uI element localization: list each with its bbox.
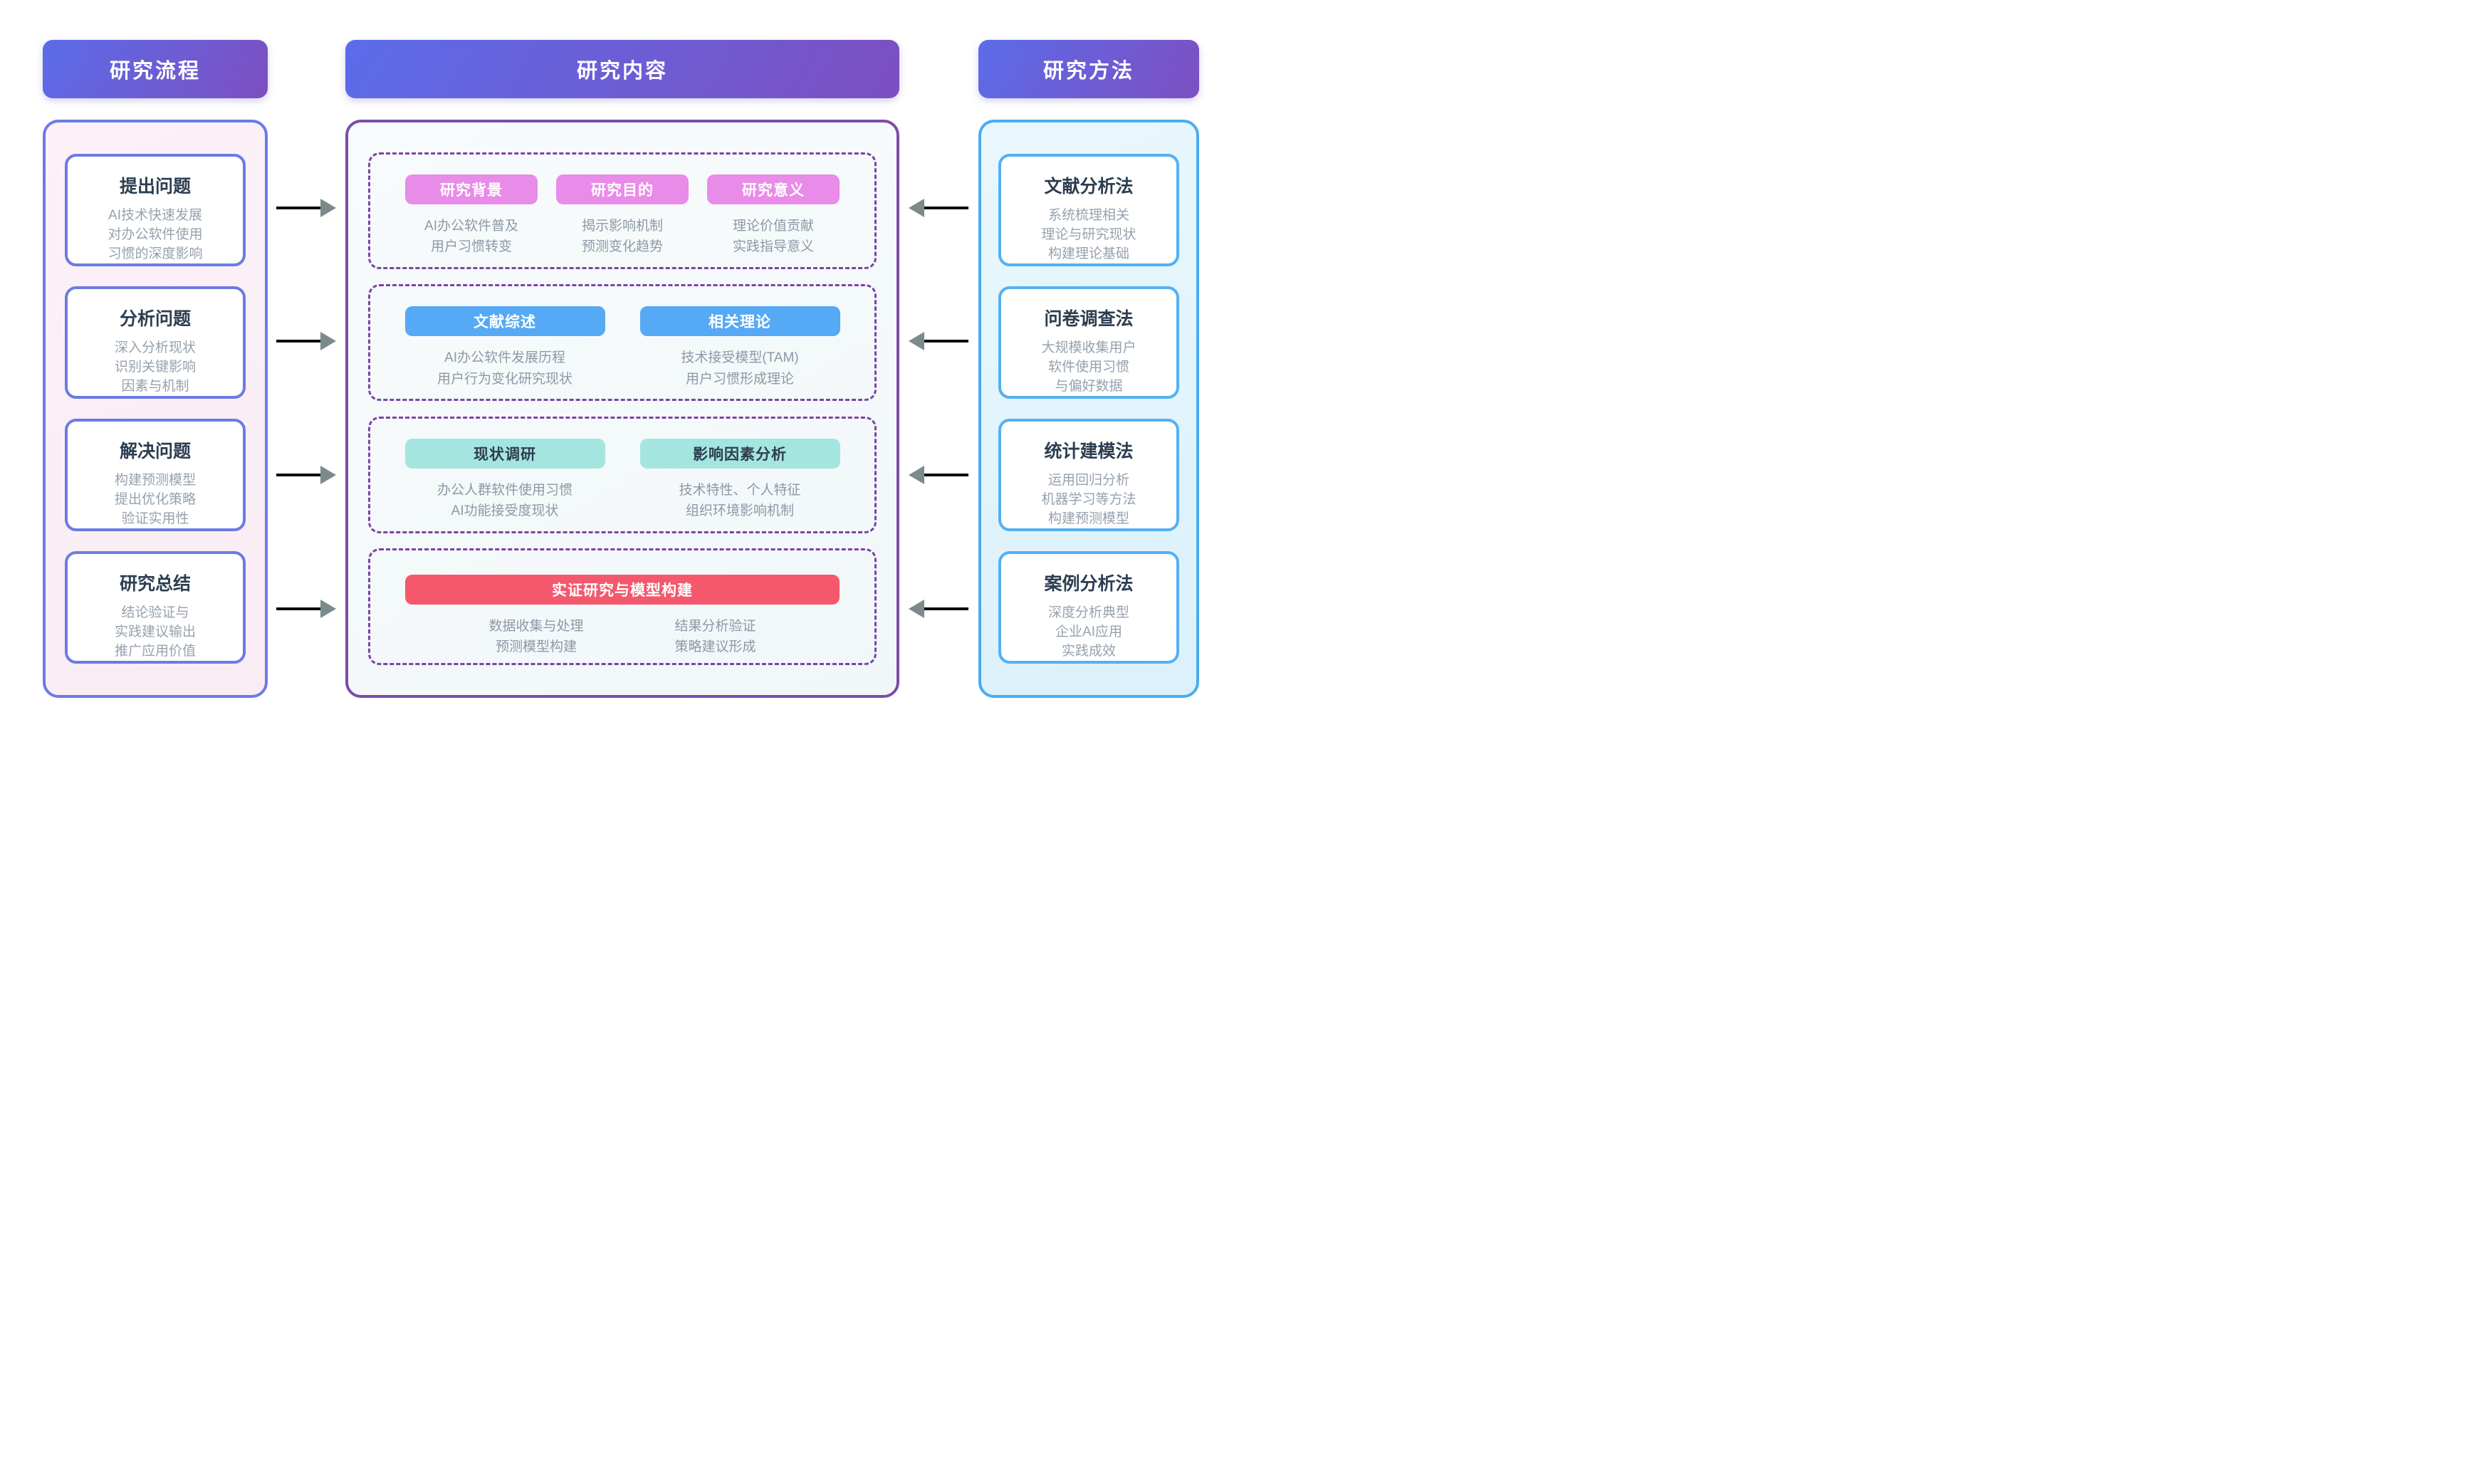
content-column-header: 研究内容 [345, 40, 899, 98]
content-section-survey: 现状调研 办公人群软件使用习惯 AI功能接受度现状 影响因素分析 技术特性、个人… [368, 416, 877, 533]
method-title: 案例分析法 [1044, 574, 1134, 594]
method-card: 问卷调查法 大规模收集用户 软件使用习惯 与偏好数据 [998, 286, 1179, 399]
content-column-title: 研究内容 [576, 60, 668, 83]
empirical-note-right: 结果分析验证 策略建议形成 [675, 616, 756, 658]
arrow-right-icon [276, 600, 336, 618]
step-title: 研究总结 [119, 574, 191, 594]
note-line: 理论价值贡献 [732, 219, 814, 234]
method-line: 系统梳理相关 [1047, 208, 1129, 223]
step-line: 对办公软件使用 [108, 226, 203, 242]
pill-research-purpose: 研究目的 [556, 174, 689, 204]
method-title: 统计建模法 [1044, 441, 1134, 461]
note-line: 预测模型构建 [495, 639, 577, 654]
content-column: 研究背景 AI办公软件普及 用户习惯转变 研究目的 揭示影响机制 预测变化趋势 … [345, 120, 899, 698]
method-line: 构建理论基础 [1047, 246, 1129, 261]
note-line: 预测变化趋势 [581, 239, 663, 255]
pill-status-survey: 现状调研 [404, 438, 605, 469]
content-section-literature: 文献综述 AI办公软件发展历程 用户行为变化研究现状 相关理论 技术接受模型(T… [368, 284, 877, 402]
content-section-empirical: 实证研究与模型构建 数据收集与处理 预测模型构建 结果分析验证 策略建议形成 [368, 548, 877, 665]
step-line: 提出优化策略 [114, 491, 196, 507]
note-line: 用户习惯转变 [430, 239, 512, 255]
note-line: 结果分析验证 [674, 618, 756, 634]
note-line: 用户行为变化研究现状 [437, 371, 573, 387]
note-line: AI办公软件普及 [424, 219, 518, 234]
method-line: 与偏好数据 [1055, 378, 1123, 394]
content-item: 研究意义 理论价值贡献 实践指导意义 [707, 174, 840, 258]
arrow-right-icon [276, 466, 336, 484]
pill-empirical-research: 实证研究与模型构建 [405, 574, 840, 605]
pill-related-theory: 相关理论 [639, 306, 840, 337]
method-line: 构建预测模型 [1047, 511, 1129, 526]
arrow-right-icon [276, 332, 336, 350]
pill-research-significance: 研究意义 [707, 174, 840, 204]
method-line: 机器学习等方法 [1041, 491, 1136, 507]
method-line: 理论与研究现状 [1041, 226, 1136, 242]
note-line: 数据收集与处理 [488, 618, 584, 634]
methods-column-header: 研究方法 [978, 40, 1199, 98]
step-line: 习惯的深度影响 [108, 246, 203, 261]
process-column-header: 研究流程 [43, 40, 268, 98]
step-line: 识别关键影响 [114, 359, 196, 375]
step-line: 结论验证与 [121, 605, 189, 620]
content-item: 相关理论 技术接受模型(TAM) 用户习惯形成理论 [639, 306, 840, 390]
note-line: AI功能接受度现状 [451, 503, 559, 519]
method-line: 软件使用习惯 [1047, 359, 1129, 375]
note-line: 技术接受模型(TAM) [681, 350, 799, 366]
note-line: AI办公软件发展历程 [444, 350, 565, 366]
method-card: 统计建模法 运用回归分析 机器学习等方法 构建预测模型 [998, 419, 1179, 531]
note-line: 技术特性、个人特征 [679, 482, 801, 498]
content-item: 文献综述 AI办公软件发展历程 用户行为变化研究现状 [404, 306, 605, 390]
note-line: 办公人群软件使用习惯 [437, 482, 573, 498]
content-item: 影响因素分析 技术特性、个人特征 组织环境影响机制 [639, 438, 840, 522]
content-item: 研究背景 AI办公软件普及 用户习惯转变 [405, 174, 538, 258]
step-line: 构建预测模型 [114, 473, 196, 488]
step-line: AI技术快速发展 [108, 208, 202, 223]
step-line: 深入分析现状 [114, 340, 196, 355]
method-line: 运用回归分析 [1047, 473, 1129, 488]
pill-factor-analysis: 影响因素分析 [639, 438, 840, 469]
process-column: 提出问题 AI技术快速发展 对办公软件使用 习惯的深度影响 分析问题 深入分析现… [43, 120, 268, 698]
note-line: 揭示影响机制 [581, 219, 663, 234]
content-item: 研究目的 揭示影响机制 预测变化趋势 [556, 174, 689, 258]
content-item: 现状调研 办公人群软件使用习惯 AI功能接受度现状 [404, 438, 605, 522]
content-section-background: 研究背景 AI办公软件普及 用户习惯转变 研究目的 揭示影响机制 预测变化趋势 … [368, 152, 877, 269]
pill-research-background: 研究背景 [405, 174, 538, 204]
method-card: 案例分析法 深度分析典型 企业AI应用 实践成效 [998, 551, 1179, 664]
research-framework-diagram: 研究流程 研究内容 研究方法 提出问题 AI技术快速发展 对办公软件使用 习惯的… [0, 0, 1244, 742]
methods-column-title: 研究方法 [1042, 60, 1134, 83]
step-line: 验证实用性 [121, 511, 189, 526]
method-title: 文献分析法 [1044, 177, 1134, 197]
note-line: 实践指导意义 [732, 239, 814, 255]
step-title: 解决问题 [119, 441, 191, 461]
step-title: 提出问题 [119, 177, 191, 197]
method-title: 问卷调查法 [1044, 309, 1134, 329]
step-title: 分析问题 [119, 309, 191, 329]
methods-column: 文献分析法 系统梳理相关 理论与研究现状 构建理论基础 问卷调查法 大规模收集用… [978, 120, 1199, 698]
process-step-card: 解决问题 构建预测模型 提出优化策略 验证实用性 [65, 419, 246, 531]
arrow-left-icon [909, 466, 968, 484]
method-line: 深度分析典型 [1047, 605, 1129, 620]
step-line: 推广应用价值 [114, 643, 196, 659]
process-column-title: 研究流程 [109, 60, 201, 83]
method-card: 文献分析法 系统梳理相关 理论与研究现状 构建理论基础 [998, 154, 1179, 266]
pill-literature-review: 文献综述 [404, 306, 605, 337]
step-line: 因素与机制 [121, 378, 189, 394]
method-line: 实践成效 [1061, 643, 1116, 659]
arrow-left-icon [909, 332, 968, 350]
note-line: 策略建议形成 [674, 639, 756, 654]
method-line: 企业AI应用 [1055, 624, 1122, 639]
process-step-card: 分析问题 深入分析现状 识别关键影响 因素与机制 [65, 286, 246, 399]
arrow-left-icon [909, 199, 968, 217]
step-line: 实践建议输出 [114, 624, 196, 639]
note-line: 组织环境影响机制 [685, 503, 794, 519]
process-step-card: 提出问题 AI技术快速发展 对办公软件使用 习惯的深度影响 [65, 154, 246, 266]
arrow-right-icon [276, 199, 336, 217]
empirical-note-left: 数据收集与处理 预测模型构建 [488, 616, 583, 658]
arrow-left-icon [909, 600, 968, 618]
note-line: 用户习惯形成理论 [685, 371, 794, 387]
process-step-card: 研究总结 结论验证与 实践建议输出 推广应用价值 [65, 551, 246, 664]
method-line: 大规模收集用户 [1041, 340, 1136, 355]
